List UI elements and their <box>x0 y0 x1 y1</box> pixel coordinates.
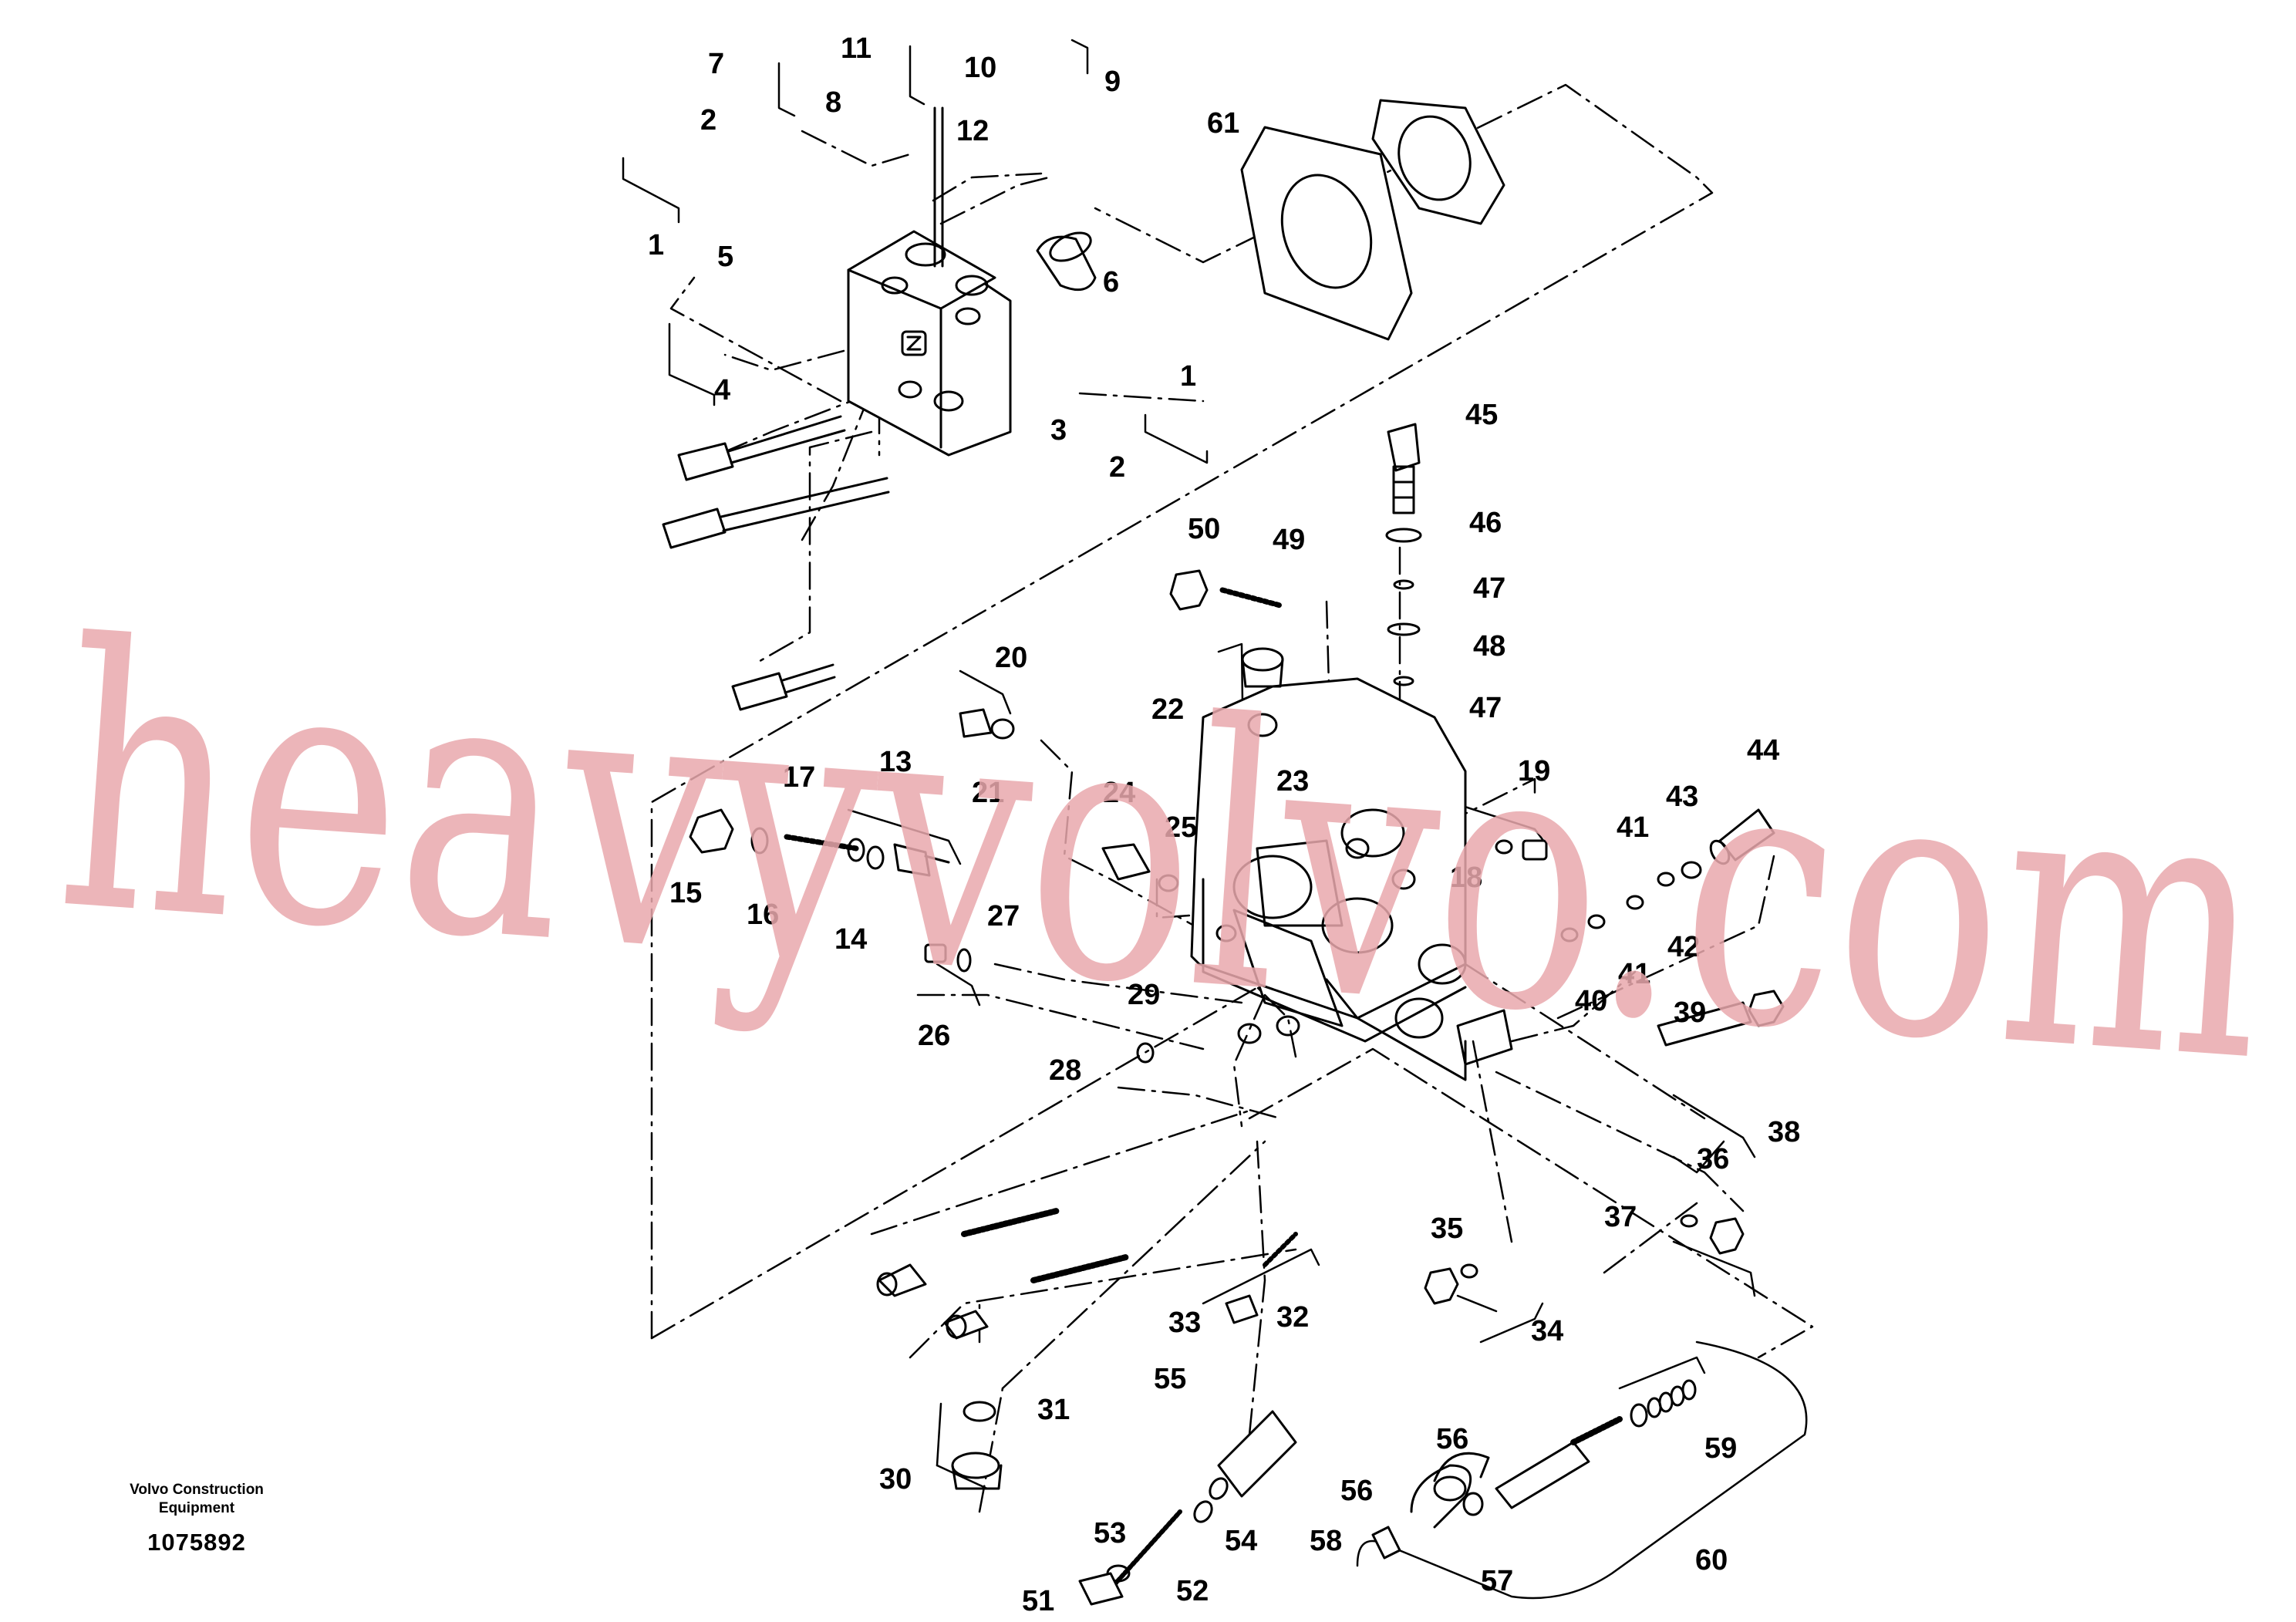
callout-47b: 47 <box>1469 692 1502 724</box>
callout-46: 46 <box>1469 507 1502 539</box>
callout-36: 36 <box>1697 1143 1729 1175</box>
callout-16: 16 <box>747 899 779 931</box>
callout-7: 7 <box>708 48 724 80</box>
callout-34: 34 <box>1531 1315 1563 1347</box>
callout-18: 18 <box>1450 862 1482 894</box>
callout-58: 58 <box>1310 1525 1342 1557</box>
callout-22: 22 <box>1151 693 1184 726</box>
callout-6: 6 <box>1103 266 1119 298</box>
callout-5: 5 <box>717 241 733 273</box>
callout-57: 57 <box>1481 1565 1513 1597</box>
callout-32: 32 <box>1276 1301 1309 1334</box>
callout-14: 14 <box>834 923 867 956</box>
callout-27: 27 <box>987 900 1020 932</box>
callout-55: 55 <box>1154 1363 1186 1395</box>
callout-11: 11 <box>841 32 872 65</box>
document-number: 1075892 <box>147 1529 246 1556</box>
callout-45: 45 <box>1465 399 1498 431</box>
callout-51: 51 <box>1022 1585 1054 1617</box>
callout-9: 9 <box>1104 66 1121 98</box>
callout-56b: 56 <box>1436 1423 1468 1455</box>
company-name-line2: Equipment <box>158 1500 235 1516</box>
bottom-assembly <box>1078 1379 1697 1606</box>
callout-2: 2 <box>700 104 716 137</box>
callout-29: 29 <box>1128 979 1160 1011</box>
callout-42: 42 <box>1667 931 1700 963</box>
callout-59: 59 <box>1704 1432 1737 1465</box>
callout-43: 43 <box>1666 781 1698 813</box>
callout-labels: 1 1 2 2 3 4 5 6 7 8 9 10 11 12 13 14 15 … <box>648 32 1800 1617</box>
company-name-line1: Volvo Construction <box>130 1482 264 1498</box>
callout-38: 38 <box>1768 1116 1800 1148</box>
cover-bolts <box>662 415 890 711</box>
cover-assembly <box>847 106 1012 457</box>
callout-19: 19 <box>1518 755 1550 787</box>
callout-2b: 2 <box>1109 451 1125 484</box>
callout-3: 3 <box>1050 414 1067 447</box>
callout-31: 31 <box>1037 1394 1070 1426</box>
callout-33: 33 <box>1168 1307 1201 1339</box>
callout-23: 23 <box>1276 765 1309 798</box>
callout-1b: 1 <box>1180 360 1196 393</box>
callout-1: 1 <box>648 229 664 261</box>
gaskets <box>1036 99 1505 341</box>
callout-24: 24 <box>1103 777 1135 809</box>
callout-54: 54 <box>1225 1525 1257 1557</box>
callout-30: 30 <box>879 1463 912 1496</box>
callout-40: 40 <box>1575 985 1607 1017</box>
callout-13: 13 <box>879 746 912 778</box>
callout-21: 21 <box>972 777 1004 809</box>
diagram-caption: Volvo Construction Equipment 1075892 <box>108 1481 285 1556</box>
callout-20: 20 <box>995 642 1027 674</box>
right-components <box>1225 423 1785 1324</box>
callout-39: 39 <box>1674 996 1706 1029</box>
callout-48: 48 <box>1473 630 1505 663</box>
callout-15: 15 <box>669 877 702 909</box>
callout-17: 17 <box>783 761 815 794</box>
main-housing <box>1190 677 1513 1081</box>
callout-52: 52 <box>1176 1575 1209 1607</box>
callout-25: 25 <box>1165 811 1197 844</box>
callout-35: 35 <box>1431 1212 1463 1245</box>
left-components <box>689 569 1284 1490</box>
callout-28: 28 <box>1049 1054 1081 1087</box>
callout-12: 12 <box>956 115 989 147</box>
phantom-lines <box>650 83 1814 1513</box>
callout-44: 44 <box>1747 734 1779 767</box>
callout-50: 50 <box>1188 513 1220 545</box>
bracket-groups <box>622 39 1808 1600</box>
callout-41: 41 <box>1617 811 1649 844</box>
callout-56: 56 <box>1340 1475 1373 1507</box>
callout-37: 37 <box>1604 1201 1637 1233</box>
callout-10: 10 <box>964 52 996 84</box>
callout-41b: 41 <box>1618 958 1650 990</box>
callout-4: 4 <box>714 374 730 406</box>
callout-26: 26 <box>918 1020 950 1052</box>
callout-61: 61 <box>1207 107 1239 140</box>
callout-53: 53 <box>1094 1517 1126 1549</box>
callout-47: 47 <box>1473 572 1505 605</box>
callout-60: 60 <box>1695 1544 1728 1576</box>
callout-8: 8 <box>825 86 841 119</box>
callout-49: 49 <box>1273 524 1305 556</box>
